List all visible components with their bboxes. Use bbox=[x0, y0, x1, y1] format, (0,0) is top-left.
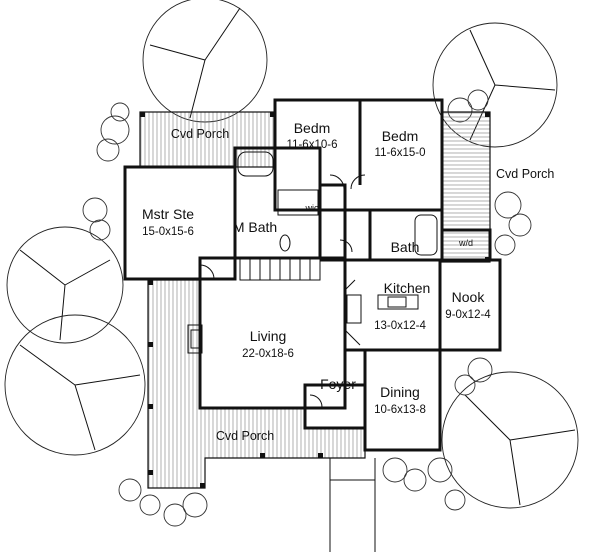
porch-right-label: Cvd Porch bbox=[496, 167, 554, 181]
porch-top-left: Cvd Porch bbox=[139, 111, 276, 168]
room-master-suite: Mstr Ste 15-0x15-6 bbox=[142, 206, 194, 238]
room-master-suite-dim: 15-0x15-6 bbox=[142, 226, 194, 238]
front-walk bbox=[329, 458, 376, 552]
fixtures bbox=[187, 151, 438, 408]
room-living-name: Living bbox=[250, 328, 287, 344]
room-nook-name: Nook bbox=[452, 289, 486, 305]
room-dining: Dining 10-6x13-8 bbox=[374, 384, 426, 416]
room-wic-name: wic bbox=[305, 203, 319, 213]
room-foyer-name: Foyer bbox=[320, 376, 356, 392]
porch-right: Cvd Porch bbox=[441, 111, 554, 263]
tree-left-upper bbox=[6, 226, 124, 344]
tree-left-lower bbox=[4, 314, 146, 456]
stairs bbox=[239, 257, 321, 281]
room-bedroom-right-dim: 11-6x15-0 bbox=[375, 147, 426, 159]
porch-top-left-label: Cvd Porch bbox=[171, 127, 229, 141]
room-kitchen: Kitchen 13-0x12-4 bbox=[374, 280, 430, 332]
room-dining-dim: 10-6x13-8 bbox=[374, 404, 426, 416]
room-nook-dim: 9-0x12-4 bbox=[445, 309, 491, 321]
room-bedroom-right: Bedm 11-6x15-0 bbox=[375, 128, 426, 159]
room-labels: Bedm 11-6x10-6 Bedm 11-6x15-0 Mstr Ste 1… bbox=[142, 120, 491, 416]
tree-bottom-right bbox=[441, 371, 579, 509]
room-bedroom-left-name: Bedm bbox=[294, 120, 331, 136]
shrubs bbox=[82, 89, 532, 527]
room-bedroom-right-name: Bedm bbox=[382, 128, 419, 144]
room-kitchen-dim: 13-0x12-4 bbox=[374, 320, 426, 332]
landscaping bbox=[4, 0, 579, 527]
room-living: Living 22-0x18-6 bbox=[242, 328, 294, 360]
room-nook: Nook 9-0x12-4 bbox=[445, 289, 491, 321]
tree-top-center bbox=[142, 0, 268, 123]
room-bath-name: Bath bbox=[391, 239, 420, 255]
room-bedroom-left-dim: 11-6x10-6 bbox=[287, 139, 338, 151]
room-kitchen-name: Kitchen bbox=[384, 280, 431, 296]
room-dining-name: Dining bbox=[380, 384, 420, 400]
room-wd-name: w/d bbox=[458, 238, 473, 248]
porch-front-label: Cvd Porch bbox=[216, 429, 274, 443]
room-master-suite-name: Mstr Ste bbox=[142, 206, 194, 222]
room-bedroom-left: Bedm 11-6x10-6 bbox=[287, 120, 338, 151]
room-master-bath-name: M Bath bbox=[233, 219, 277, 235]
room-living-dim: 22-0x18-6 bbox=[242, 348, 294, 360]
